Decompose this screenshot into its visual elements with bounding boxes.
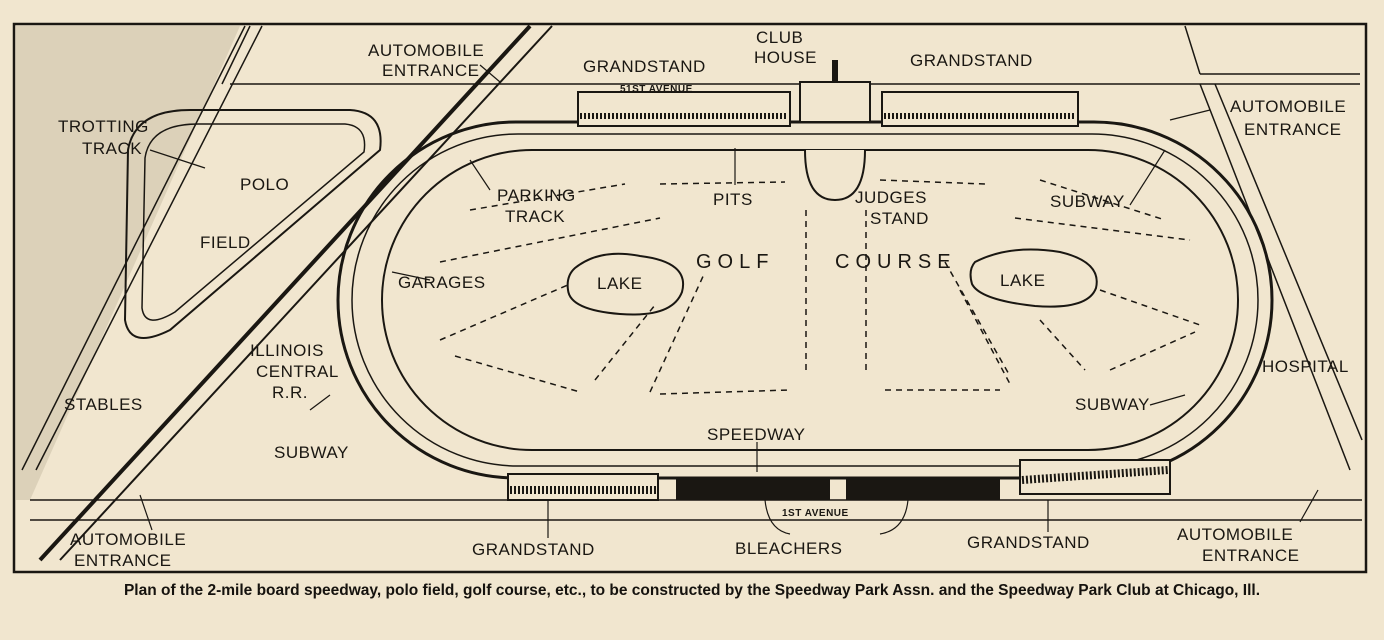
hospital-label: HOSPITAL [1262, 357, 1349, 376]
grandstand-bottom-right-rows [1021, 466, 1169, 484]
auto-entrance-top-label-2: ENTRANCE [382, 61, 480, 80]
garages-label: GARAGES [398, 273, 486, 292]
parking-track-label-1: PARKING [497, 186, 576, 205]
subway-left-label: SUBWAY [274, 443, 349, 462]
grandstand-bottom-right-label: GRANDSTAND [967, 533, 1090, 552]
left-road-a [21, 25, 246, 471]
auto-entrance-bottom-left-label-1: AUTOMOBILE [70, 530, 186, 549]
field-label: FIELD [200, 233, 251, 252]
clubhouse-label-1: CLUB [756, 28, 803, 47]
speedway-label: SPEEDWAY [707, 425, 805, 444]
auto-entrance-right-label-2: ENTRANCE [1244, 120, 1342, 139]
subway-right-label: SUBWAY [1075, 395, 1150, 414]
trotting-track-inner [141, 123, 366, 321]
parking-track-label-2: TRACK [505, 207, 565, 226]
bleachers-label: BLEACHERS [735, 539, 842, 558]
polo-label: POLO [240, 175, 289, 194]
lake-right-label: LAKE [1000, 271, 1045, 290]
top-right-road-a [1184, 25, 1201, 75]
map-frame [12, 22, 1368, 574]
speedway-park-plan-map: TROTTING TRACK POLO FIELD AUTOMOBILE ENT… [12, 22, 1368, 574]
leader-lines [139, 64, 1319, 538]
clubhouse-shape [799, 81, 871, 123]
illinois-central-label-1: ILLINOIS [250, 341, 324, 360]
course-label: COURSE [835, 251, 957, 273]
auto-entrance-right-label-1: AUTOMOBILE [1230, 97, 1346, 116]
illinois-central-rail-b [59, 25, 553, 561]
grandstand-bottom-left-label: GRANDSTAND [472, 540, 595, 559]
trotting-track-label-1: TROTTING [58, 117, 149, 136]
lake-right-shape [969, 248, 1098, 308]
illinois-central-label-2: CENTRAL [256, 362, 339, 381]
auto-entrance-bottom-right-label-2: ENTRANCE [1202, 546, 1300, 565]
auto-entrance-bottom-left-label-2: ENTRANCE [74, 551, 172, 570]
top-left-road [221, 25, 251, 85]
auto-entrance-bottom-right-label-1: AUTOMOBILE [1177, 525, 1293, 544]
grandstand-top-left-shape [577, 91, 791, 127]
stables-label: STABLES [64, 395, 143, 414]
judges-stand-shape [804, 149, 866, 202]
grandstand-top-right-shape [881, 91, 1079, 127]
right-road-b [1214, 83, 1363, 441]
lake-left-label: LAKE [597, 274, 642, 293]
subway-top-label: SUBWAY [1050, 192, 1125, 211]
left-road-b [35, 25, 263, 471]
speedway-middle [351, 133, 1259, 467]
grandstand-top-right-label: GRANDSTAND [910, 51, 1033, 70]
illinois-central-label-3: R.R. [272, 383, 308, 402]
right-road-a [1199, 83, 1351, 471]
golf-fairways [439, 179, 1201, 395]
pits-label: PITS [713, 190, 753, 209]
auto-entrance-top-label-1: AUTOMOBILE [368, 41, 484, 60]
trotting-track-label-2: TRACK [82, 139, 142, 158]
shaded-left-area [16, 26, 240, 500]
judges-stand-label-1: JUDGES [855, 188, 927, 207]
judges-stand-label-2: STAND [870, 209, 929, 228]
grandstand-top-left-label: GRANDSTAND [583, 57, 706, 76]
lake-left-shape [566, 252, 685, 316]
golf-label: GOLF [696, 251, 774, 273]
trotting-track-outer [123, 109, 382, 339]
clubhouse-label-2: HOUSE [754, 48, 817, 67]
street-51st-label: 51ST AVENUE [620, 84, 693, 95]
first-avenue-label: 1ST AVENUE [782, 508, 849, 519]
bleachers-right-shape [846, 478, 1000, 500]
map-caption: Plan of the 2-mile board speedway, polo … [123, 582, 1261, 599]
illinois-central-rail-a [38, 24, 532, 562]
bleachers-left-shape [676, 478, 830, 500]
